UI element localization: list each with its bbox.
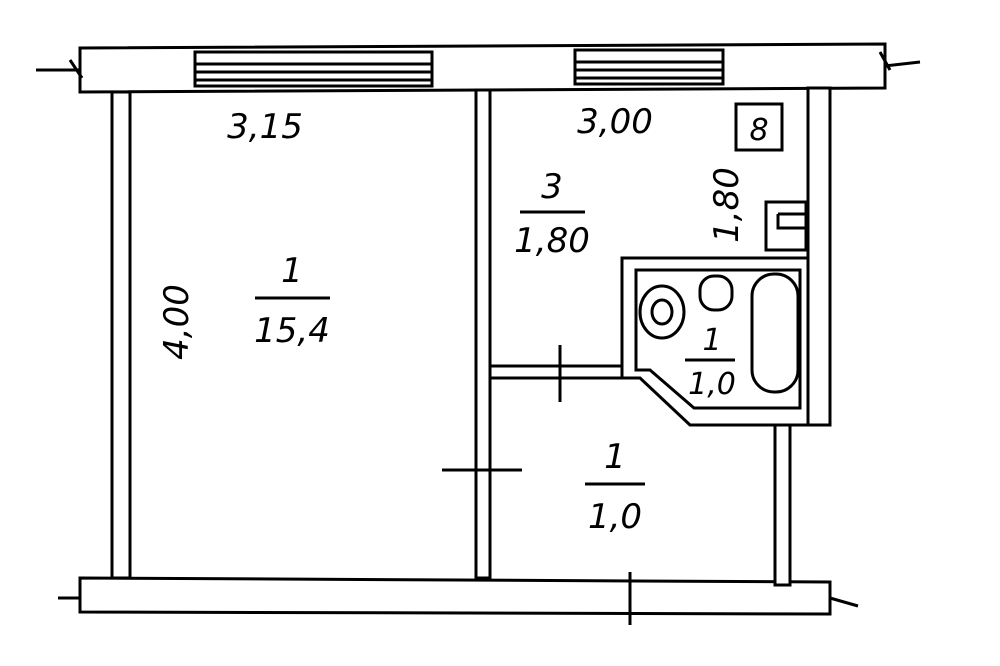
bathroom-interior [634,268,802,410]
window-left [193,50,434,88]
bathtub-icon [750,272,800,394]
room-width: 3,15 [227,107,303,147]
sink-icon [764,200,808,252]
bathroom-area: 1,0 [688,367,736,402]
room-number: 1 [281,251,303,291]
window-right [573,48,725,86]
top-wall [36,42,921,94]
partition-wall [488,364,624,380]
hallway-area: 1,0 [588,497,642,537]
bottom-wall [58,572,859,625]
left-wall [110,90,132,580]
stove-label: 8 [749,113,768,148]
toilet-icon [638,274,734,340]
stove-icon [734,102,784,152]
room-area: 15,4 [254,311,330,351]
interior-wall [474,88,492,580]
bathroom-number: 1 [702,323,721,358]
kitchen-side: 1,80 [707,167,747,243]
kitchen-area: 1,80 [514,221,590,261]
kitchen-number: 3 [541,167,563,207]
hallway-number: 1 [604,437,626,477]
kitchen-width: 3,00 [577,102,653,142]
room-length: 4,00 [157,284,197,360]
